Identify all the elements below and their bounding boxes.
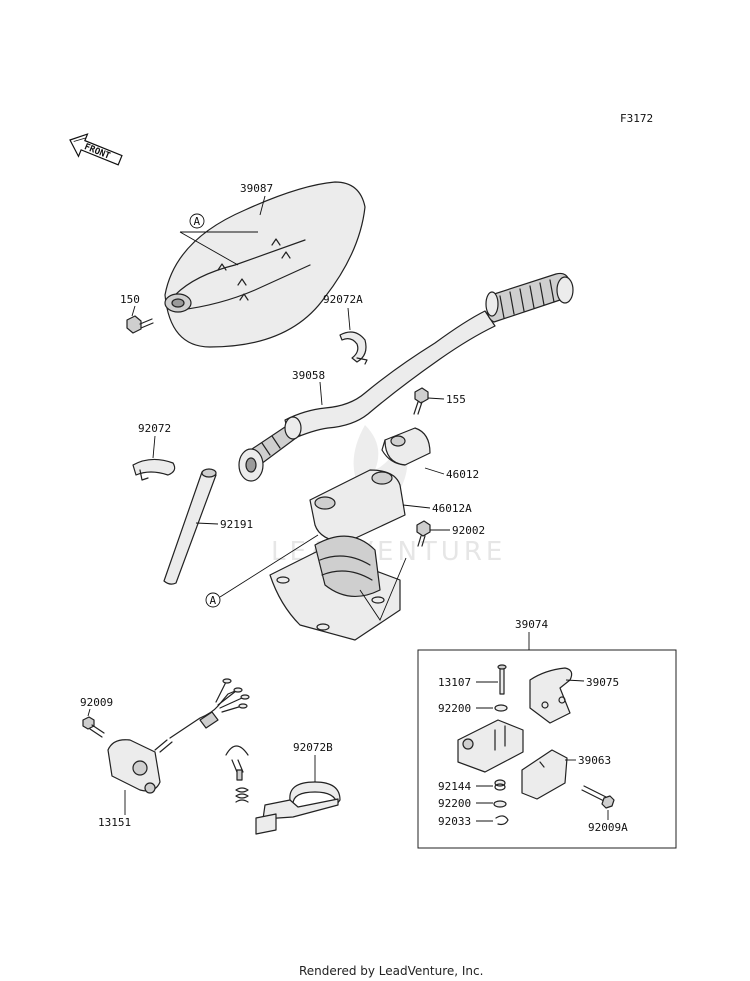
lever-housing [457, 719, 524, 773]
label-screw-switch: 92009 [80, 696, 113, 709]
label-pin: 13107 [438, 676, 471, 689]
leader-cover [259, 195, 266, 216]
label-bracket: 39063 [578, 754, 611, 767]
front-arrow-icon: FRONT [69, 133, 123, 166]
label-switch: 13151 [98, 816, 131, 829]
tube-92191 [163, 468, 217, 585]
label-holder-upper: 46012 [446, 468, 479, 481]
bolt-155 [413, 387, 429, 415]
clamp-92072a [339, 331, 368, 365]
label-spring: 92144 [438, 780, 471, 793]
label-clamp-left: 92072 [138, 422, 171, 435]
handlebar [238, 272, 574, 482]
washer-lower [493, 800, 507, 808]
switch-13151 [107, 678, 250, 794]
label-tube: 92191 [220, 518, 253, 531]
pin-13107 [497, 664, 507, 695]
holder-lower-46012a [269, 469, 406, 641]
label-clip: 92033 [438, 815, 471, 828]
bolt-92009a [581, 785, 615, 809]
label-washer-lower: 92200 [438, 797, 471, 810]
label-washer-upper: 92200 [438, 702, 471, 715]
svg-text:A: A [194, 215, 201, 228]
label-lever-assy: 39074 [515, 618, 548, 631]
bolt-92002 [416, 520, 431, 547]
bolt-150 [126, 315, 154, 334]
clamp-band-92072b [225, 745, 341, 835]
footer-credit: Rendered by LeadVenture, Inc. [299, 964, 483, 978]
spring-92144 [494, 779, 506, 791]
bracket-39063 [521, 749, 568, 800]
label-bolt-cover: 150 [120, 293, 140, 306]
handlebar-cover [164, 181, 366, 348]
lever-assy-box [417, 649, 677, 849]
label-bolt-holder: 155 [446, 393, 466, 406]
callout-a-upper: A [179, 213, 258, 266]
screw-92009 [82, 716, 105, 738]
label-clamp-right: 92072A [323, 293, 363, 306]
label-cover: 39087 [240, 182, 273, 195]
label-handlebar: 39058 [292, 369, 325, 382]
diagram-code: F3172 [620, 112, 653, 125]
lever-39075 [529, 667, 573, 724]
label-clamp-band: 92072B [293, 741, 333, 754]
clamp-92072 [132, 458, 176, 481]
callout-a-lower: A [205, 534, 319, 608]
svg-text:A: A [210, 594, 217, 607]
label-lever: 39075 [586, 676, 619, 689]
label-holder-lower: 46012A [432, 502, 472, 515]
washer-upper [494, 704, 508, 712]
label-bolt-holder-lower: 92002 [452, 524, 485, 537]
holder-upper-46012 [381, 427, 431, 466]
label-bolt-bracket: 92009A [588, 821, 628, 834]
clip-92033 [495, 815, 509, 826]
